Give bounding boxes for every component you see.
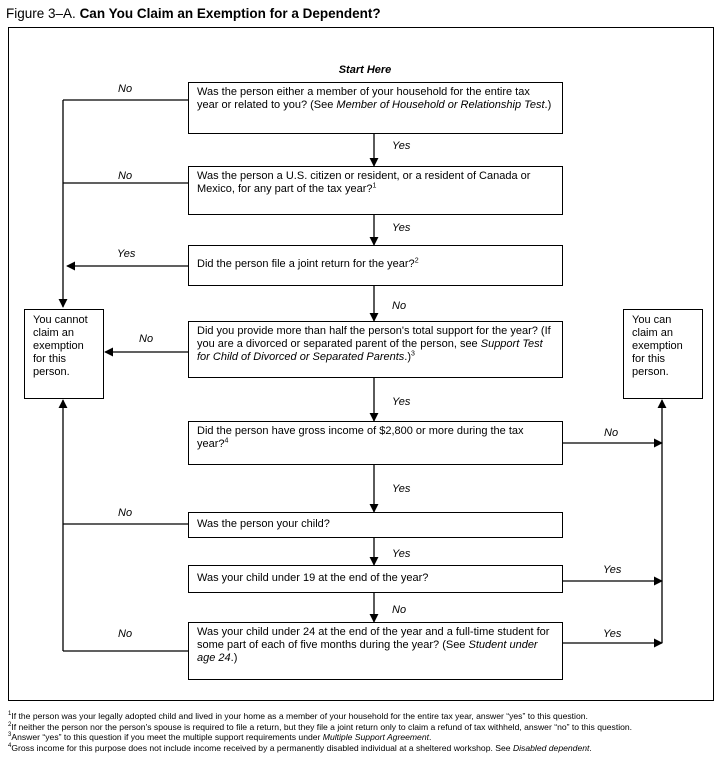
q8-left-label: No	[118, 628, 133, 640]
footnotes: 1If the person was your legally adopted …	[8, 711, 716, 753]
question-box: Did the person file a joint return for t…	[188, 245, 563, 286]
text-run: Disabled dependent	[512, 742, 590, 753]
text-run: Did the person file a joint return for t…	[197, 258, 415, 270]
text-run: Answer “yes” to this question if you mee…	[11, 732, 323, 742]
figure-heading: Can You Claim an Exemption for a Depende…	[79, 6, 381, 21]
text-run: Was your child under 19 at the end of th…	[197, 572, 429, 584]
figure-title: Figure 3–A. Can You Claim an Exemption f…	[6, 6, 381, 21]
text-run: Was the person either a member of your h…	[197, 86, 530, 111]
text-run: Member of Household or Relationship Test	[336, 99, 545, 111]
q5-down-label: Yes	[392, 483, 411, 495]
footnote-ref: 3	[411, 350, 415, 358]
text-run: .)	[230, 652, 238, 664]
q7-down-label: No	[392, 604, 407, 616]
footnote-ref: 2	[414, 257, 419, 265]
text-run: .	[589, 742, 592, 753]
q1-exit-label: No	[118, 83, 133, 95]
text-run: Did the person have gross income of $2,8…	[197, 425, 524, 450]
footnote-number: 2	[8, 721, 12, 728]
q4-down-label: Yes	[392, 396, 411, 408]
question-box: Was your child under 24 at the end of th…	[188, 622, 563, 680]
figure-label: Figure 3–A.	[6, 6, 76, 21]
footnote: 1If the person was your legally adopted …	[8, 711, 716, 722]
footnote-ref: 4	[224, 437, 229, 445]
question-box: Was the person a U.S. citizen or residen…	[188, 166, 563, 215]
text-run: .)	[404, 351, 412, 363]
question-box: Did the person have gross income of $2,8…	[188, 421, 563, 465]
footnote: 2If neither the person nor the person's …	[8, 722, 716, 733]
q3-down-label: No	[392, 300, 407, 312]
text-run: .)	[544, 99, 552, 111]
footnote: 4Gross income for this purpose does not …	[8, 743, 716, 754]
text-run: Support Test for Child of Divorced or Se…	[197, 338, 543, 363]
question-box: Was your child under 19 at the end of th…	[188, 565, 563, 593]
footnote-number: 1	[8, 711, 12, 718]
q3-exit-label: Yes	[117, 248, 136, 260]
q6-exit-label: No	[118, 507, 133, 519]
flowchart-frame	[8, 27, 714, 701]
footnote-number: 4	[8, 742, 12, 749]
question-box: Was the person your child?	[188, 512, 563, 538]
text-run: If the person was your legally adopted c…	[11, 711, 588, 721]
q2-down-label: Yes	[392, 222, 411, 234]
text-run: Was your child under 24 at the end of th…	[197, 626, 550, 651]
text-run: Was the person your child?	[197, 518, 330, 530]
q8-right-label: Yes	[603, 628, 622, 640]
q6-down-label: Yes	[392, 548, 411, 560]
outcome-cannot-claim: You cannot claim an exemption for this p…	[24, 309, 104, 399]
text-run: Gross income for this purpose does not i…	[11, 742, 513, 753]
q1-down-label: Yes	[392, 140, 411, 152]
q4-exit-label: No	[139, 333, 154, 345]
q7-exit-label: Yes	[603, 564, 622, 576]
text-run: Was the person a U.S. citizen or residen…	[197, 170, 531, 195]
q5-exit-label: No	[604, 427, 619, 439]
text-run: .	[429, 732, 432, 742]
text-run: Did you provide more than half the perso…	[197, 325, 551, 350]
footnote-number: 3	[8, 732, 12, 739]
footnote: 3Answer “yes” to this question if you me…	[8, 732, 716, 743]
footnote-ref: 1	[372, 182, 377, 190]
text-run: If neither the person nor the person's s…	[11, 721, 633, 732]
text-run: Student under age 24	[197, 639, 538, 664]
outcome-can-claim: You can claim an exemption for this pers…	[623, 309, 703, 399]
text-run: Multiple Support Agreement	[322, 732, 429, 742]
question-box: Was the person either a member of your h…	[188, 82, 563, 134]
q2-exit-label: No	[118, 170, 133, 182]
question-box: Did you provide more than half the perso…	[188, 321, 563, 378]
start-here-label: Start Here	[338, 64, 392, 76]
